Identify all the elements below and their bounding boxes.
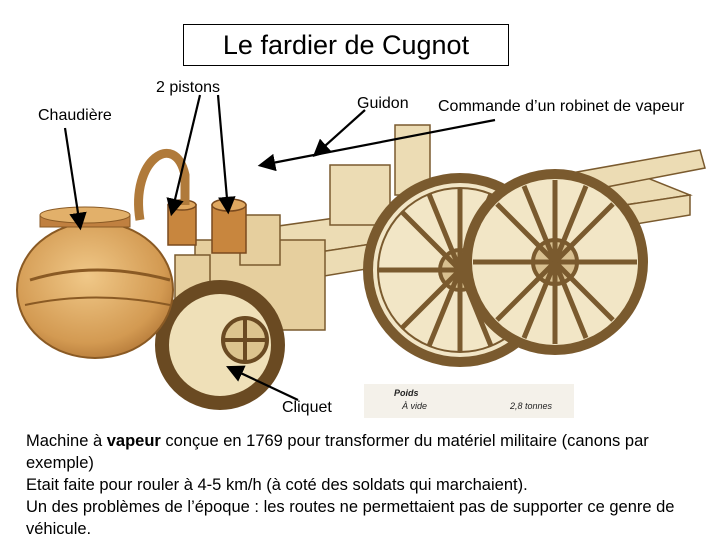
arrow-commande [257, 118, 496, 172]
caption-line-1-end: conçue en 1769 pour transformer du matér… [26, 432, 649, 472]
caption-line-1-start: Machine à [26, 432, 107, 450]
caption-keyword: vapeur [106, 432, 161, 450]
pointer-arrows [63, 94, 496, 401]
weights-row-label: À vide [402, 401, 428, 411]
arrow-chaudiere [63, 127, 87, 231]
label-cliquet: Cliquet [282, 399, 332, 416]
label-commande-robinet: Commande d’un robinet de vapeur [438, 98, 685, 115]
weights-heading: Poids [394, 388, 419, 398]
arrow-piston-2 [216, 94, 236, 215]
label-guidon: Guidon [357, 95, 409, 112]
arrow-guidon [312, 109, 366, 157]
label-pistons: 2 pistons [156, 79, 221, 96]
boiler [16, 206, 174, 359]
weights-table: Poids À vide 2,8 tonnes [364, 384, 574, 418]
arrow-piston-1 [166, 94, 202, 217]
caption: Machine à vapeur conçue en 1769 pour tra… [26, 430, 696, 540]
caption-line-3: Un des problèmes de l’époque : les route… [26, 498, 675, 538]
label-chaudiere: Chaudière [38, 107, 112, 124]
caption-line-2: Etait faite pour rouler à 4-5 km/h (à co… [26, 476, 528, 494]
page-title: Le fardier de Cugnot [183, 24, 509, 66]
far-wheel [462, 169, 648, 355]
arrow-cliquet [226, 365, 299, 401]
caption-line-1: Machine à vapeur conçue en 1769 pour tra… [26, 430, 696, 474]
weights-row-value: 2,8 tonnes [510, 401, 553, 411]
front-wheel [155, 280, 285, 410]
